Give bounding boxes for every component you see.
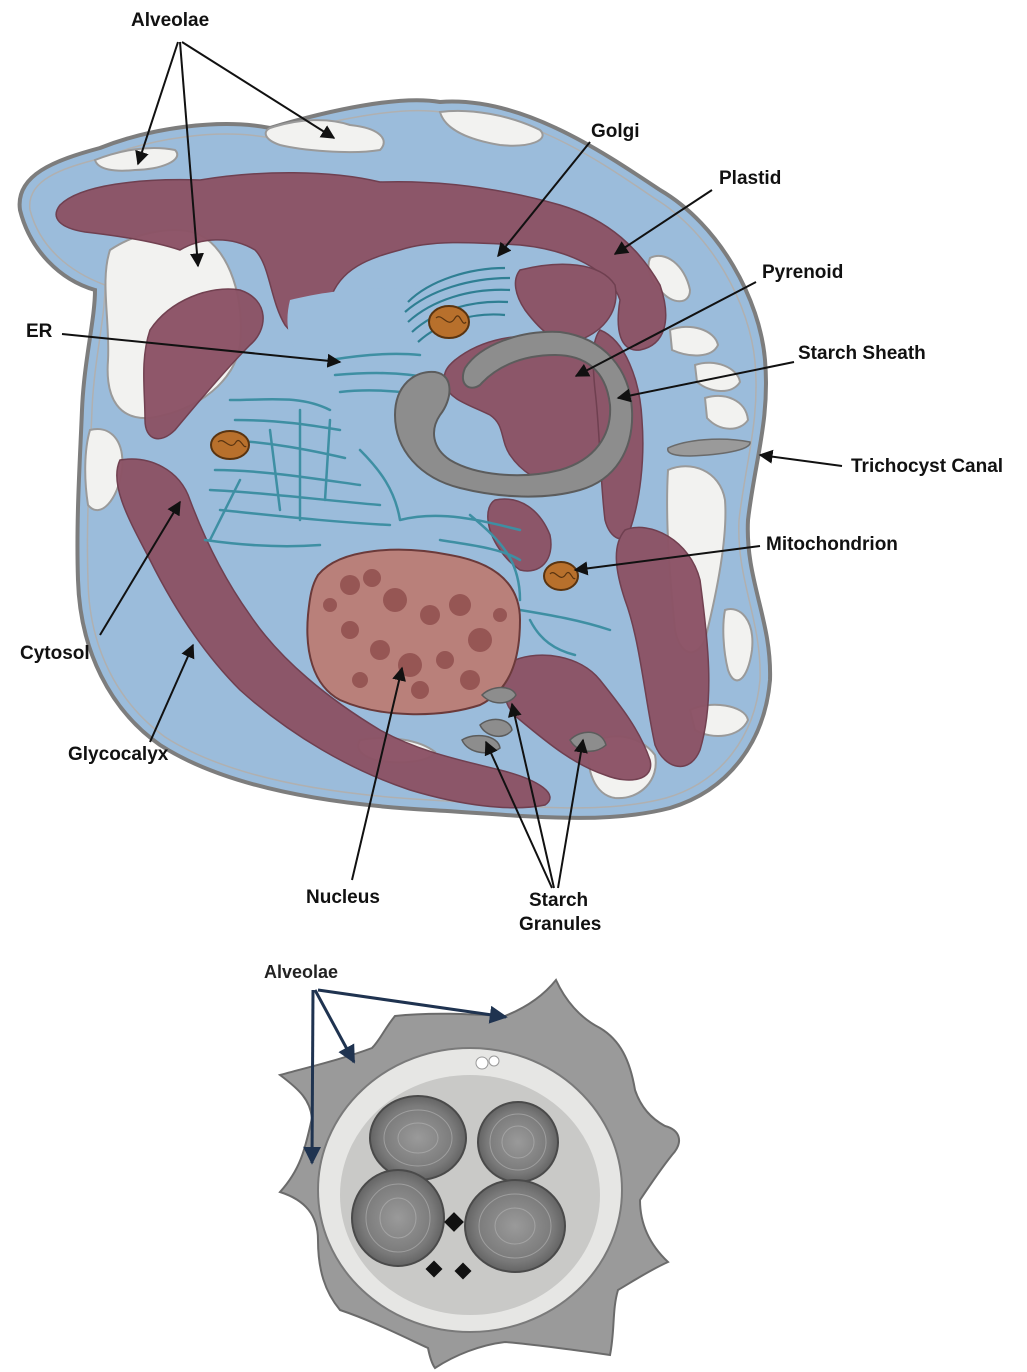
label-starch-granules-line1: Starch xyxy=(529,890,588,911)
label-er: ER xyxy=(26,321,53,342)
label-golgi: Golgi xyxy=(591,121,640,142)
label-trichocyst-canal: Trichocyst Canal xyxy=(851,456,1003,477)
label-cytosol: Cytosol xyxy=(20,643,90,664)
label-alveolae: Alveolae xyxy=(131,10,209,31)
label-starch-granules-line2: Granules xyxy=(519,914,601,935)
label-glycocalyx: Glycocalyx xyxy=(68,744,169,765)
label-starch-sheath: Starch Sheath xyxy=(798,343,926,364)
label-nucleus: Nucleus xyxy=(306,887,380,908)
nucleus xyxy=(307,550,520,714)
label-pyrenoid: Pyrenoid xyxy=(762,262,843,283)
label-mitochondrion: Mitochondrion xyxy=(766,534,898,555)
label-plastid: Plastid xyxy=(719,168,781,189)
cell-illustration xyxy=(20,100,771,818)
label-alveolae-micrograph: Alveolae xyxy=(264,962,338,982)
